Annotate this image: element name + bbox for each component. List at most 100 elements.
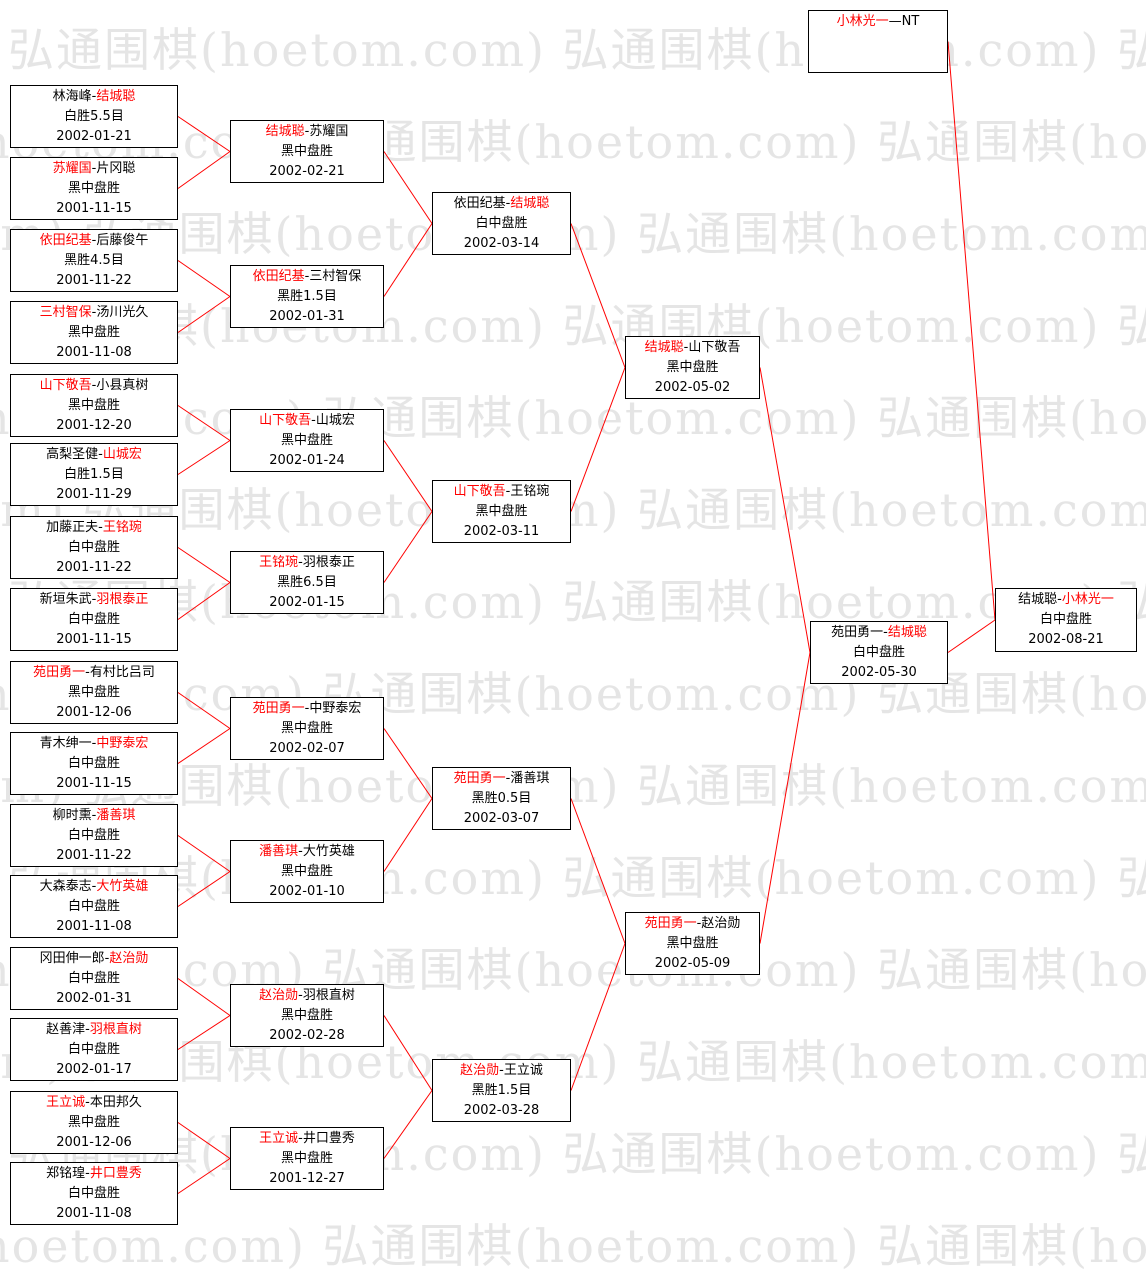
winner-name[interactable]: 苑田勇一 <box>644 916 697 931</box>
match-players: 赵治勋-羽根直树 <box>231 986 383 1006</box>
winner-name[interactable]: 苏耀国 <box>52 161 92 176</box>
winner-name[interactable]: 小林光一 <box>836 14 889 29</box>
match-result: 黑胜1.5目 <box>471 1083 532 1098</box>
vs-separator: - <box>91 161 97 176</box>
bracket-connector-line <box>177 871 231 907</box>
match-date: 2001-11-22 <box>56 273 132 288</box>
match-date: 2002-02-21 <box>269 164 345 179</box>
bracket-connector-line <box>177 440 231 475</box>
winner-name[interactable]: 赵治勋 <box>460 1063 500 1078</box>
player-name: 汤川光久 <box>96 305 149 320</box>
match-date: 2001-11-08 <box>56 919 132 934</box>
bracket-connector-line <box>759 652 811 944</box>
match-result: 白中盘胜 <box>67 756 120 771</box>
player-name: 苏耀国 <box>309 124 349 139</box>
match-date: 2001-12-06 <box>56 705 132 720</box>
winner-name[interactable]: 苑田勇一 <box>453 771 506 786</box>
winner-name[interactable]: 赵治勋 <box>109 951 149 966</box>
winner-name[interactable]: 大竹英雄 <box>96 879 149 894</box>
match-date: 2002-01-24 <box>269 453 345 468</box>
bracket-connector-line <box>570 798 626 944</box>
winner-name[interactable]: 小林光一 <box>1061 592 1114 607</box>
match-result: 黑胜6.5目 <box>277 575 337 590</box>
bracket-connector-line <box>177 296 231 333</box>
winner-name[interactable]: 结城聪 <box>96 89 136 104</box>
match-players: 赵治勋-王立诚 <box>433 1061 570 1081</box>
winner-name[interactable]: 苑田勇一 <box>252 701 305 716</box>
winner-name[interactable]: 井口豊秀 <box>89 1166 142 1181</box>
winner-name[interactable]: 羽根泰正 <box>96 592 149 607</box>
bracket-connector-line <box>383 511 433 583</box>
bracket-connector-line <box>177 835 231 872</box>
winner-name[interactable]: 结城聪 <box>510 196 550 211</box>
bracket-connector-line <box>947 619 996 653</box>
winner-name[interactable]: 苑田勇一 <box>33 665 86 680</box>
match-result: 白中盘胜 <box>67 828 120 843</box>
winner-name[interactable]: 结城聪 <box>644 340 684 355</box>
vs-separator: - <box>85 665 90 680</box>
winner-name[interactable]: 潘善琪 <box>259 844 299 859</box>
bracket-connector-line <box>177 978 231 1016</box>
winner-name[interactable]: 山下敬吾 <box>453 484 506 499</box>
winner-name[interactable]: 王立诚 <box>46 1095 86 1110</box>
player-name: 井口豊秀 <box>302 1131 355 1146</box>
winner-name[interactable]: 山下敬吾 <box>259 413 312 428</box>
vs-separator: - <box>499 1063 504 1078</box>
player-name: 依田纪基 <box>453 196 506 211</box>
winner-name[interactable]: 依田纪基 <box>39 233 92 248</box>
winner-name[interactable]: 王铭琬 <box>102 520 142 535</box>
match-result: 黑中盘胜 <box>67 685 120 700</box>
winner-name[interactable]: 三村智保 <box>39 305 92 320</box>
match-date: 2001-11-08 <box>56 1206 132 1221</box>
match-result: 黑胜4.5目 <box>64 253 124 268</box>
winner-name[interactable]: 王立诚 <box>259 1131 299 1146</box>
winner-name[interactable]: 中野泰宏 <box>96 736 149 751</box>
match-date: 2001-11-29 <box>56 487 132 502</box>
bracket-connector-line <box>177 1122 231 1159</box>
bracket-connector-line <box>570 367 626 512</box>
match-result: 黑中盘胜 <box>475 504 528 519</box>
winner-name[interactable]: 结城聪 <box>265 124 305 139</box>
bracket-connector-line <box>177 1015 231 1050</box>
winner-name[interactable]: 山下敬吾 <box>39 378 92 393</box>
match-result: 白中盘胜 <box>67 1186 120 1201</box>
match-date: 2001-12-27 <box>269 1171 345 1186</box>
match-players: 山下敬吾-山城宏 <box>231 411 383 431</box>
player-name: 本田邦久 <box>89 1095 142 1110</box>
match-result: 白中盘胜 <box>475 216 528 231</box>
winner-name[interactable]: 羽根直树 <box>89 1022 142 1037</box>
winner-name[interactable]: 王铭琬 <box>259 555 299 570</box>
vs-separator: - <box>85 1166 90 1181</box>
winner-name[interactable]: 赵治勋 <box>259 988 299 1003</box>
vs-separator: - <box>85 1022 90 1037</box>
winner-name[interactable]: 结城聪 <box>887 625 927 640</box>
winner-name[interactable]: 依田纪基 <box>252 269 305 284</box>
vs-separator: - <box>298 1131 303 1146</box>
player-name: 赵治勋 <box>701 916 741 931</box>
match-date: 2002-05-30 <box>841 665 917 680</box>
match-players: 苑田勇一-赵治勋 <box>626 914 759 934</box>
match-result: 黑胜0.5目 <box>471 791 532 806</box>
vs-separator: - <box>883 625 888 640</box>
vs-separator: — <box>888 14 902 29</box>
match-result: 白中盘胜 <box>1039 612 1092 627</box>
match-result: 黑中盘胜 <box>280 144 333 159</box>
winner-name[interactable]: 山城宏 <box>102 447 142 462</box>
player-name: 郑铭瑝 <box>46 1166 86 1181</box>
vs-separator: - <box>683 340 689 355</box>
match-date: 2001-11-15 <box>56 776 132 791</box>
winner-name[interactable]: 潘善琪 <box>96 808 136 823</box>
